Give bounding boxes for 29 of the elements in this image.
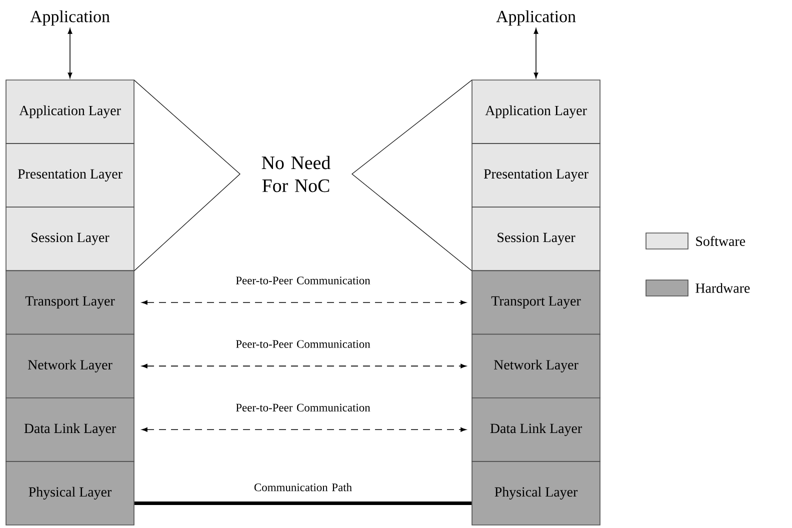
arrow [142, 300, 466, 305]
legend-label: Software [696, 236, 746, 246]
layer-box: Presentation Layer [472, 143, 600, 208]
layer-box: Presentation Layer [6, 143, 134, 208]
layer-box: Session Layer [472, 206, 600, 272]
layer-box: Data Link Layer [6, 397, 134, 462]
text-label: Application [496, 10, 576, 26]
edge-label: Communication Path [254, 483, 352, 492]
layer-box: Transport Layer [472, 270, 600, 335]
layer-box: Physical Layer [6, 461, 134, 526]
edge-label: Peer-to-Peer Communication [236, 340, 370, 348]
text-label: No Need For NoC [262, 156, 330, 192]
legend-label: Hardware [696, 283, 750, 293]
edge-label: Peer-to-Peer Communication [236, 404, 370, 412]
layer-box: Application Layer [6, 80, 134, 144]
arrow [142, 364, 466, 368]
text-label: Application [30, 10, 110, 26]
arrow [68, 28, 72, 78]
layer-box: Physical Layer [472, 461, 600, 526]
layer-box: Session Layer [6, 206, 134, 272]
connection-line [134, 501, 472, 505]
layer-box: Application Layer [472, 80, 600, 144]
arrow [142, 427, 466, 432]
arrow [534, 28, 538, 78]
layer-box: Data Link Layer [472, 397, 600, 462]
layer-box: Transport Layer [6, 270, 134, 335]
layer-box: Network Layer [6, 334, 134, 398]
layer-box: Network Layer [472, 334, 600, 398]
edge-label: Peer-to-Peer Communication [236, 276, 370, 284]
